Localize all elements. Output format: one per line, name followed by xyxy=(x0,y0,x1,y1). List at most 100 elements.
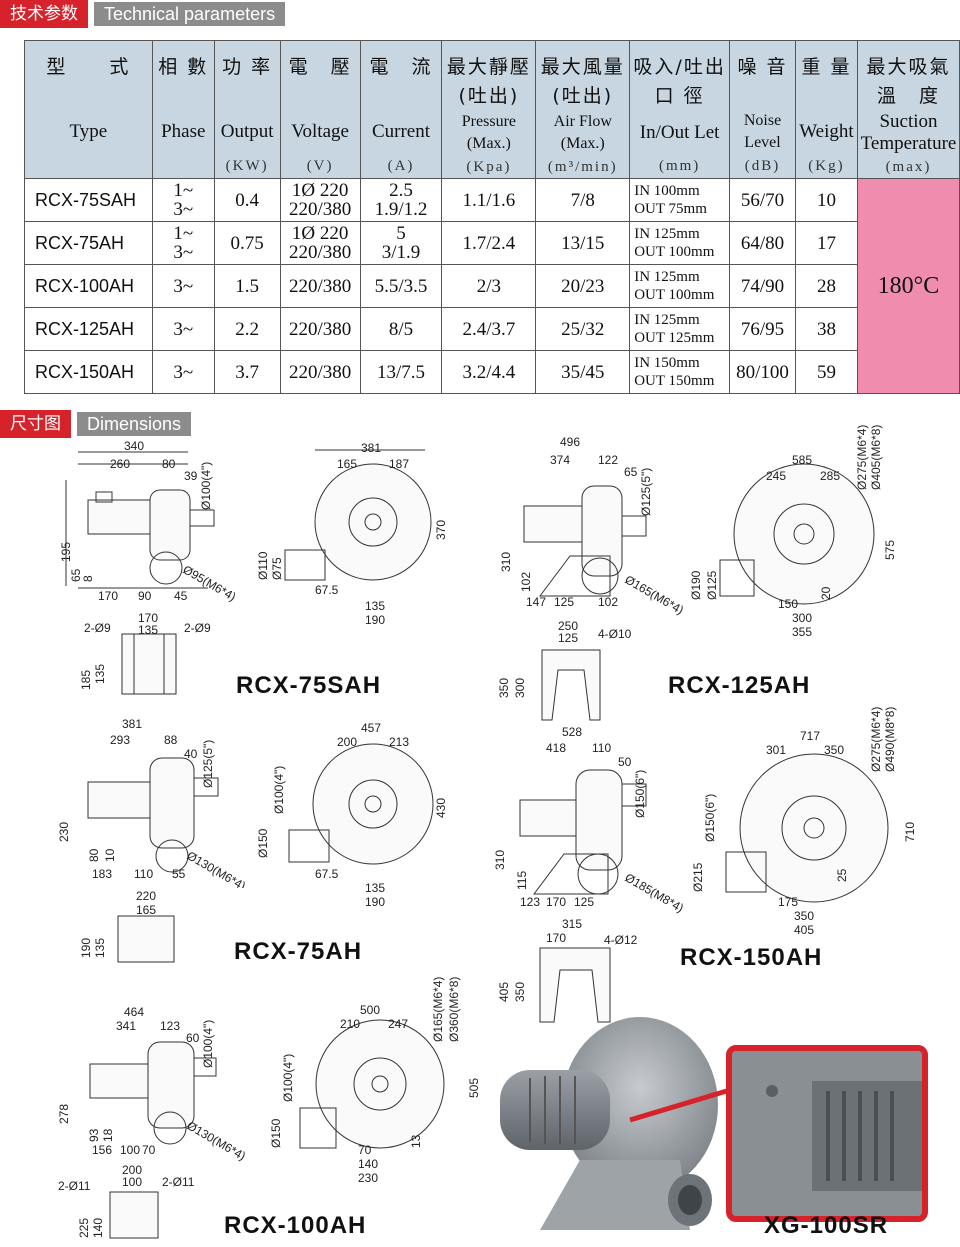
header-en: Weight xyxy=(799,120,854,142)
dim-text: 528 xyxy=(562,725,582,739)
tech-params-en: Technical parameters xyxy=(94,2,286,26)
dim-text: 65 xyxy=(69,568,83,582)
dim-text: 220 xyxy=(136,890,156,903)
dim-text: 100 xyxy=(120,1143,140,1157)
cell-pressure: 3.2/4.4 xyxy=(441,350,537,394)
dim-text: Ø150(6") xyxy=(633,770,647,818)
cell-pressure: 1.7/2.4 xyxy=(441,221,537,265)
cell-suction-temperature: 180°C xyxy=(856,178,960,394)
dim-text: 100 xyxy=(122,1175,142,1189)
dim-text: 187 xyxy=(389,457,409,471)
dim-text: 464 xyxy=(124,1005,144,1019)
header-cn: 電 流 xyxy=(369,56,433,78)
drawing-75sah-front: 381 165 187 370 Ø110 Ø75 67.5 135 190 xyxy=(255,440,455,630)
model-label-150ah: RCX-150AH xyxy=(680,944,823,971)
cell-weight: 17 xyxy=(794,221,858,265)
cell-noise: 56/70 xyxy=(729,178,796,222)
cell-model: RCX-150AH xyxy=(24,350,153,394)
header-en: Noise Level xyxy=(743,111,782,151)
dim-text: 315 xyxy=(562,918,582,931)
cell-noise: 80/100 xyxy=(729,350,796,394)
dim-text: 350 xyxy=(497,678,511,698)
dim-text: 405 xyxy=(497,982,511,1002)
dim-text: 8 xyxy=(81,575,95,582)
header-unit: (m³/min) xyxy=(547,159,618,175)
dim-text: 405 xyxy=(794,923,814,937)
dim-text: Ø150 xyxy=(270,1118,283,1148)
dim-text: 350 xyxy=(513,982,527,1002)
dim-text: 18 xyxy=(101,1128,115,1142)
dim-text: 4-Ø12 xyxy=(604,933,638,947)
cell-model: RCX-125AH xyxy=(24,307,153,351)
dim-text: 575 xyxy=(883,540,897,560)
cell-phase: 3~ xyxy=(151,350,215,394)
dim-text: 190 xyxy=(365,613,385,627)
dim-text: 250 xyxy=(558,620,578,633)
dim-text: 175 xyxy=(778,895,798,909)
header-en: Type xyxy=(69,121,108,143)
dim-text: 140 xyxy=(358,1157,378,1171)
header-cn: 相 數 xyxy=(158,56,209,78)
cell-phase: 3~ xyxy=(151,264,215,308)
dim-text: 710 xyxy=(903,822,917,842)
dim-text: 2-Ø9 xyxy=(184,621,211,635)
dim-text: 60 xyxy=(186,1031,200,1045)
dim-text: 585 xyxy=(792,453,812,467)
dim-text: 210 xyxy=(340,1017,360,1031)
header-en: Air Flow (Max.) xyxy=(553,113,612,152)
dim-text: 370 xyxy=(434,520,448,540)
dim-text: Ø150 xyxy=(256,828,270,858)
dim-text: 200 xyxy=(122,1164,142,1177)
dim-text: Ø165(M6*4) xyxy=(431,977,445,1042)
cell-noise: 64/80 xyxy=(729,221,796,265)
cell-current: 13/7.5 xyxy=(359,350,443,394)
dim-text: 225 xyxy=(77,1218,91,1238)
dim-text: 125 xyxy=(554,595,574,609)
dim-text: 165 xyxy=(337,457,357,471)
drawing-75sah-side: 340 260 80 39 Ø100(4") 195 65 8 170 90 4… xyxy=(58,440,248,610)
dim-text: 40 xyxy=(184,747,198,761)
drawing-75sah-base: 170 135 2-Ø9 2-Ø9 185 135 xyxy=(78,612,228,702)
cell-noise: 76/95 xyxy=(729,307,796,351)
cell-output: 0.75 xyxy=(213,221,281,265)
dim-text: 135 xyxy=(365,599,385,613)
dim-text: 65 xyxy=(624,465,638,479)
dim-text: 102 xyxy=(519,572,533,592)
cell-voltage: 220/380 xyxy=(279,264,361,308)
dimensions-cn: 尺寸图 xyxy=(0,410,71,438)
cell-airflow: 20/23 xyxy=(535,264,631,308)
dim-text: 135 xyxy=(365,881,385,895)
spec-header-cell: 最大風量(吐出)Air Flow (Max.)(m³/min) xyxy=(535,40,631,179)
cell-model: RCX-75SAH xyxy=(24,178,153,222)
dim-text: 260 xyxy=(110,457,130,471)
dim-text: 170 xyxy=(546,931,566,945)
model-label-75ah: RCX-75AH xyxy=(234,938,363,965)
cell-weight: 59 xyxy=(794,350,858,394)
cell-pressure: 2/3 xyxy=(441,264,537,308)
model-label-xg100sr: XG-100SR xyxy=(764,1212,889,1239)
cell-voltage: 220/380 xyxy=(279,307,361,351)
dim-text: 115 xyxy=(515,871,529,890)
dim-text: 2-Ø11 xyxy=(162,1175,195,1189)
dim-text: 140 xyxy=(91,1218,105,1238)
header-cn: 最大靜壓(吐出) xyxy=(446,56,531,107)
dim-text: 293 xyxy=(110,733,130,747)
dim-text: 505 xyxy=(467,1078,481,1098)
cell-weight: 28 xyxy=(794,264,858,308)
header-en: Voltage xyxy=(291,120,349,142)
dim-text: 457 xyxy=(361,721,381,735)
header-en: Pressure (Max.) xyxy=(461,113,516,152)
